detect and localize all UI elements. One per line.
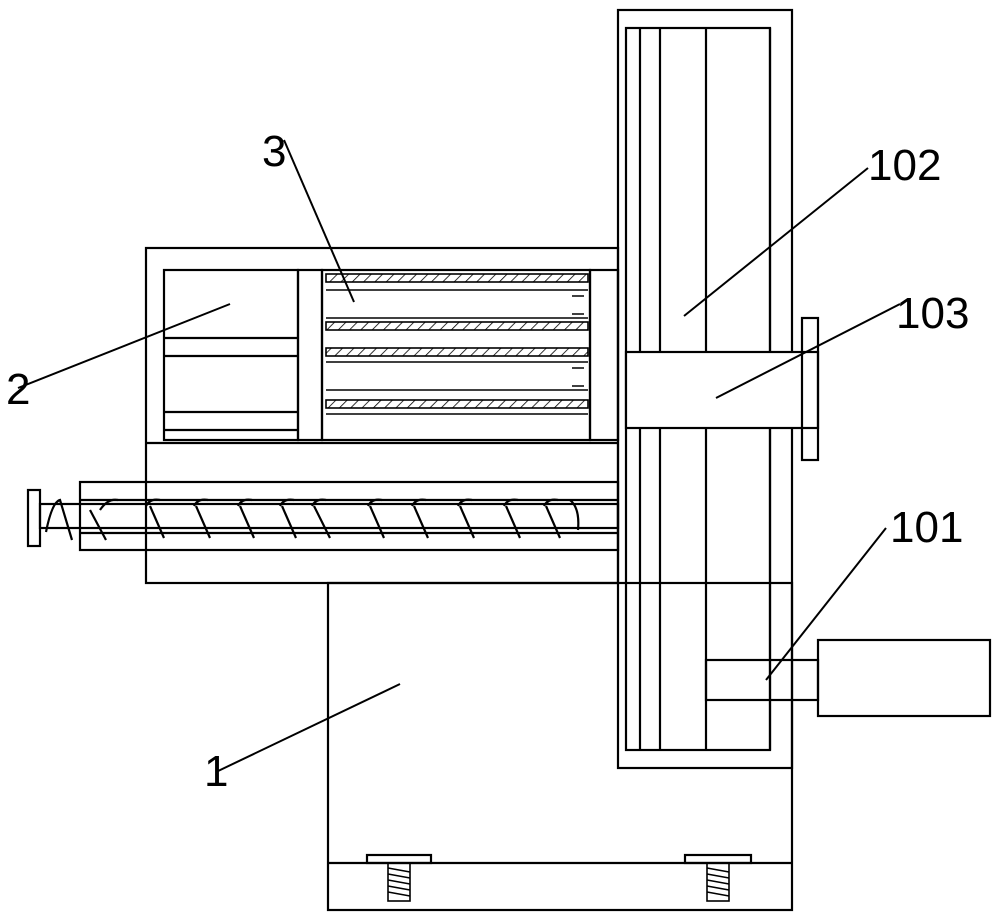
label-part-101: 101	[890, 503, 963, 552]
label-part-2: 2	[6, 365, 30, 414]
label-part-103: 103	[896, 289, 969, 338]
screw-conveyor	[26, 480, 620, 552]
hatched-plates	[325, 273, 589, 415]
label-part-1: 1	[204, 747, 228, 796]
leader-lines	[17, 139, 901, 773]
bolt-right	[683, 853, 753, 902]
slider-block	[624, 316, 820, 462]
upper-housing	[144, 246, 620, 585]
bolt-left	[365, 853, 433, 902]
motor	[704, 638, 992, 718]
label-part-102: 102	[868, 141, 941, 190]
base-body	[326, 581, 794, 912]
label-part-3: 3	[262, 127, 286, 176]
